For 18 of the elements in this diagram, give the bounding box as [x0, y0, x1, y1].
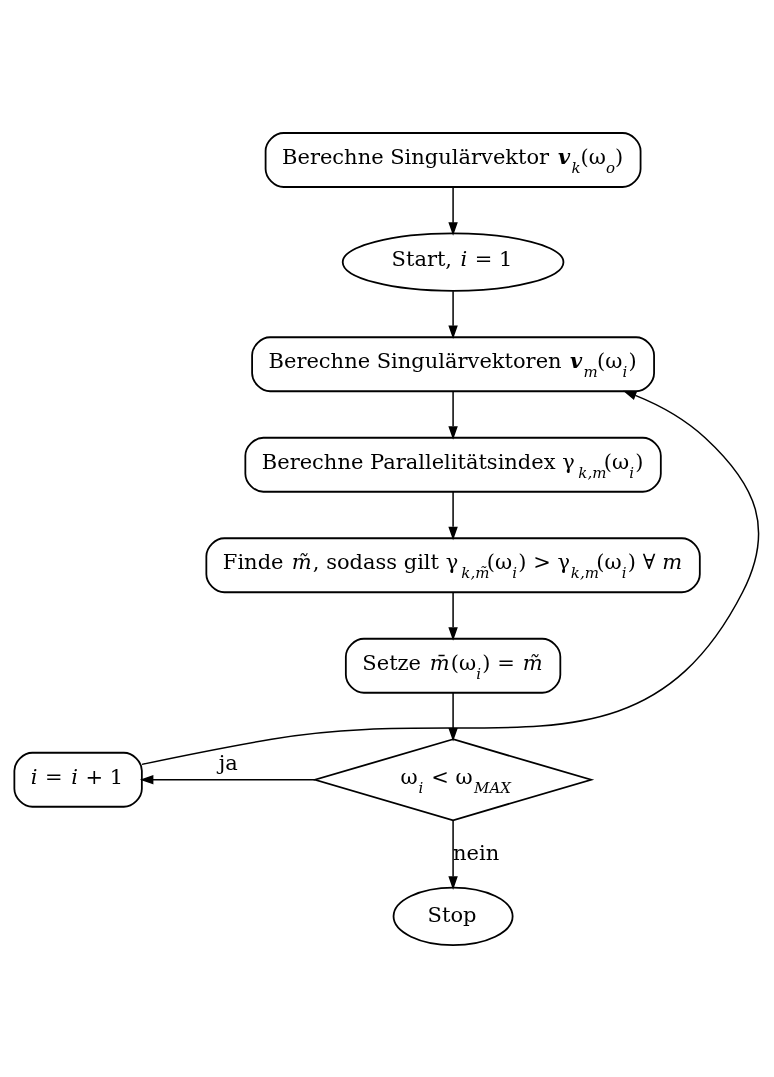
arrow — [448, 290, 458, 339]
node-box: Berechne Parallelitätsindex γ$_{k,m}$(ω$_{i}$) — [244, 436, 662, 493]
edge-label: ja — [218, 750, 238, 775]
arrow — [139, 774, 316, 784]
node-box: Setze m̄(ω$_{i}$) = m̃ — [344, 637, 562, 694]
arrow — [448, 490, 458, 540]
node-box: i = i + 1 — [13, 751, 143, 808]
arrow — [448, 819, 458, 890]
arrow — [141, 390, 760, 765]
arrow — [448, 390, 458, 440]
node-ellipse: Start, i = 1 — [341, 231, 565, 292]
arrow — [448, 591, 458, 641]
node-diamond: ω$_{i}$ < ω$_{MAX}$ — [311, 737, 595, 821]
node-ellipse: Stop — [392, 886, 514, 946]
node-box: Berechne Singulärvektoren v$_{m}$(ω$_{i}$) — [251, 335, 655, 392]
node-box: Berechne Singulärvektor v$_{k}$(ω$_{o}$) — [264, 131, 642, 188]
arrow — [448, 185, 458, 236]
node-box: Finde m̃, sodass gilt γ$_{k,m̃}$(ω$_{i}$) > γ$_{k,m}$(ω$_{i}$) ∀ m — [205, 536, 701, 593]
